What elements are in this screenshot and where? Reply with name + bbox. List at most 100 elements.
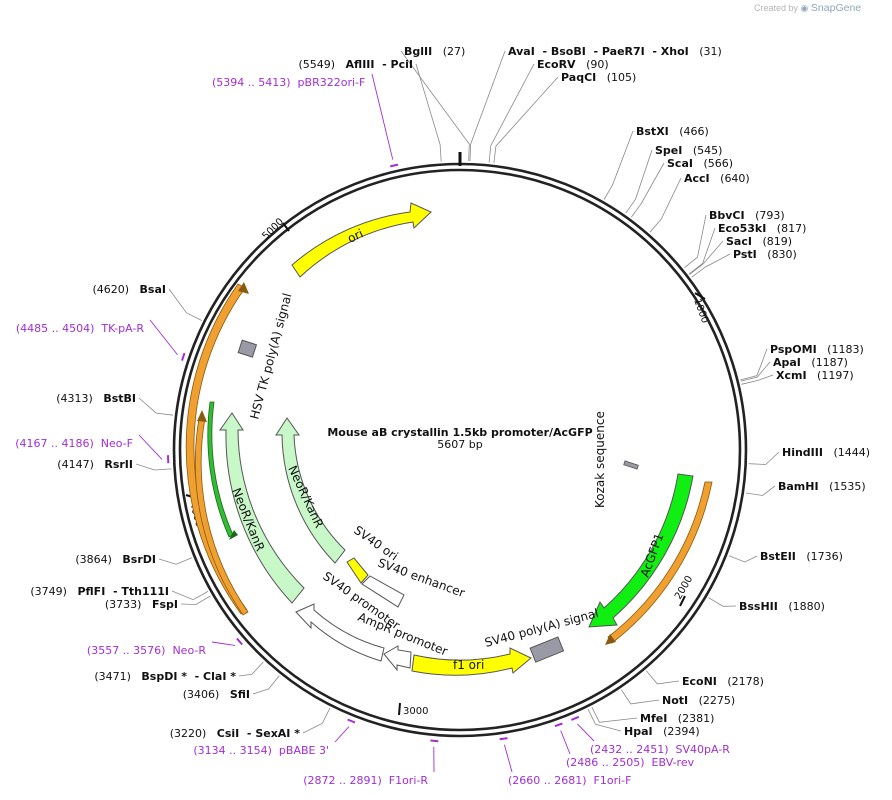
primer-mark-ebv-rev[interactable]	[554, 722, 563, 728]
primer-label-neo-f[interactable]: (4167 .. 4186) Neo-F	[15, 437, 133, 450]
primer-mark-neo-r[interactable]	[236, 637, 243, 646]
primer-connector-ebv-rev	[560, 730, 571, 755]
site-name: MfeI	[640, 712, 667, 725]
primer-label-ebv-rev[interactable]: (2486 .. 2505) EBV-rev	[566, 756, 695, 769]
site-label-fspi[interactable]: (3733) FspI	[105, 598, 178, 611]
site-label-pflfi[interactable]: (3749) PflFI - Tth111I	[30, 585, 169, 598]
primer-label-sv40pa-r[interactable]: (2432 .. 2451) SV40pA-R	[590, 743, 730, 756]
site-position: (1197)	[807, 369, 854, 382]
site-label-bsshii[interactable]: BssHII (1880)	[739, 600, 825, 613]
primer-mark-pbabe-3[interactable]	[347, 718, 356, 724]
site-label-bamhi[interactable]: BamHI (1535)	[778, 480, 866, 493]
tick-5000	[282, 222, 290, 232]
site-name: NotI	[662, 694, 688, 707]
primer-label-f1ori-f[interactable]: (2660 .. 2681) F1ori-F	[508, 774, 631, 787]
site-position: (1535)	[819, 480, 866, 493]
site-connector-ecorv	[488, 63, 535, 163]
features	[185, 202, 713, 676]
primer-label-tk-pa-r[interactable]: (4485 .. 4504) TK-pA-R	[16, 322, 145, 335]
site-label-bstbi[interactable]: (4313) BstBI	[56, 392, 136, 405]
site-label-eco53ki[interactable]: Eco53kI (817)	[718, 222, 806, 235]
site-label-bsrdi[interactable]: (3864) BsrDI	[75, 553, 156, 566]
feature-f1-ori[interactable]	[411, 647, 532, 676]
site-name: EcoRV	[537, 58, 576, 71]
site-position: (2381)	[667, 712, 714, 725]
site-position: (3864)	[75, 553, 122, 566]
site-label-scai[interactable]: ScaI (566)	[667, 157, 733, 170]
feature-sv40-enhancer[interactable]	[361, 575, 405, 608]
site-label-bbvci[interactable]: BbvCI (793)	[709, 209, 785, 222]
credit-prefix: Created by	[754, 3, 799, 13]
feature-sv40-polya-box[interactable]	[529, 636, 565, 663]
snapgene-logo-icon: ◉	[800, 3, 809, 13]
primer-label-pbabe-3[interactable]: (3134 .. 3154) pBABE 3'	[193, 744, 329, 757]
primer-mark-sv40pa-r[interactable]	[571, 715, 580, 721]
feature-ampr-promoter[interactable]	[383, 645, 412, 672]
site-position: (3749)	[30, 585, 77, 598]
site-label-xcmi[interactable]: XcmI (1197)	[776, 369, 854, 382]
site-name: BsrDI	[122, 553, 156, 566]
feature-neor-kanr-inner[interactable]	[275, 417, 346, 564]
site-label-spei[interactable]: SpeI (545)	[655, 144, 722, 157]
site-position: (466)	[669, 125, 709, 138]
feature-hsv-tk-polya-box[interactable]	[237, 339, 258, 358]
site-name: BsaI	[140, 283, 166, 296]
site-label-bstxi[interactable]: BstXI (466)	[636, 125, 709, 138]
site-label-hpai[interactable]: HpaI (2394)	[624, 725, 700, 738]
tick-label-5000: 5000	[260, 216, 286, 242]
site-label-mfei[interactable]: MfeI (2381)	[640, 712, 714, 725]
primer-mark-f1ori-r[interactable]	[430, 739, 439, 743]
site-connector-bbvci	[684, 214, 707, 269]
site-position: (2178)	[717, 675, 764, 688]
site-label-paqci[interactable]: PaqCI (105)	[561, 71, 636, 84]
site-label-acci[interactable]: AccI (640)	[684, 172, 750, 185]
site-label-afliii[interactable]: (5549) AflIII - PciI	[298, 58, 413, 71]
site-label-csii[interactable]: (3220) CsiI - SexAI *	[170, 727, 301, 740]
site-position: (1183)	[817, 343, 864, 356]
credit-brand: SnapGene	[810, 2, 862, 14]
site-connector-bsshii	[708, 597, 737, 607]
primer-label-pbr322ori-f[interactable]: (5394 .. 5413) pBR322ori-F	[212, 76, 365, 89]
site-label-bsai[interactable]: (4620) BsaI	[92, 283, 166, 296]
site-label-bglii[interactable]: BglII (27)	[404, 45, 465, 58]
primer-mark-f1ori-f[interactable]	[499, 737, 508, 741]
site-label-avai[interactable]: AvaI - BsoBI - PaeR7I - XhoI (31)	[508, 45, 722, 58]
site-name: BamHI	[778, 480, 819, 493]
primer-mark-tk-pa-r[interactable]	[181, 352, 186, 361]
primer-label-neo-r[interactable]: (3557 .. 3576) Neo-R	[87, 644, 206, 657]
snapgene-credit: Created by ◉ SnapGene	[754, 2, 861, 14]
site-label-econi[interactable]: EcoNI (2178)	[682, 675, 764, 688]
site-position: (31)	[689, 45, 722, 58]
site-label-saci[interactable]: SacI (819)	[726, 235, 792, 248]
site-position: (566)	[693, 157, 733, 170]
site-label-bsteii[interactable]: BstEII (1736)	[760, 550, 843, 563]
site-label-pspomi[interactable]: PspOMI (1183)	[770, 343, 864, 356]
site-label-noti[interactable]: NotI (2275)	[662, 694, 735, 707]
site-label-ecorv[interactable]: EcoRV (90)	[537, 58, 609, 71]
plasmid-size: 5607 bp	[437, 438, 482, 451]
site-position: (793)	[745, 209, 785, 222]
site-connector-afliii	[415, 63, 442, 162]
site-label-apai[interactable]: ApaI (1187)	[773, 356, 848, 369]
feature-sv40-promoter[interactable]	[295, 603, 385, 662]
feature-ori[interactable]	[291, 202, 432, 278]
site-name: BbvCI	[709, 209, 745, 222]
feature-kozak-box[interactable]	[623, 460, 639, 470]
site-label-psti[interactable]: PstI (830)	[733, 248, 797, 261]
primer-mark-pbr322ori-f[interactable]	[389, 163, 399, 168]
feature-sv40-ori[interactable]	[346, 557, 369, 584]
site-label-hindiii[interactable]: HindIII (1444)	[782, 446, 870, 459]
feature-orange-arc-left-inner[interactable]	[194, 417, 249, 616]
plasmid-name: Mouse aB crystallin 1.5kb promoter/AcGFP	[327, 426, 592, 439]
feature-acgfp1[interactable]	[588, 473, 694, 628]
feature-neor-kanr-outer[interactable]	[219, 412, 305, 604]
feature-label-hsv-tk-polya: HSV TK poly(A) signal	[247, 292, 294, 421]
site-label-bspdi[interactable]: (3471) BspDI * - ClaI *	[94, 670, 236, 683]
feature-orange-arc-left-outer[interactable]	[185, 283, 248, 615]
primer-label-f1ori-r[interactable]: (2872 .. 2891) F1ori-R	[303, 774, 428, 787]
tick-label-2000: 2000	[673, 574, 695, 602]
feature-neo-primer-arc[interactable]	[207, 401, 234, 538]
site-label-rsrii[interactable]: (4147) RsrII	[57, 458, 133, 471]
site-connector-eco53ki	[688, 227, 716, 275]
site-label-sfii[interactable]: (3406) SfiI	[183, 688, 250, 701]
